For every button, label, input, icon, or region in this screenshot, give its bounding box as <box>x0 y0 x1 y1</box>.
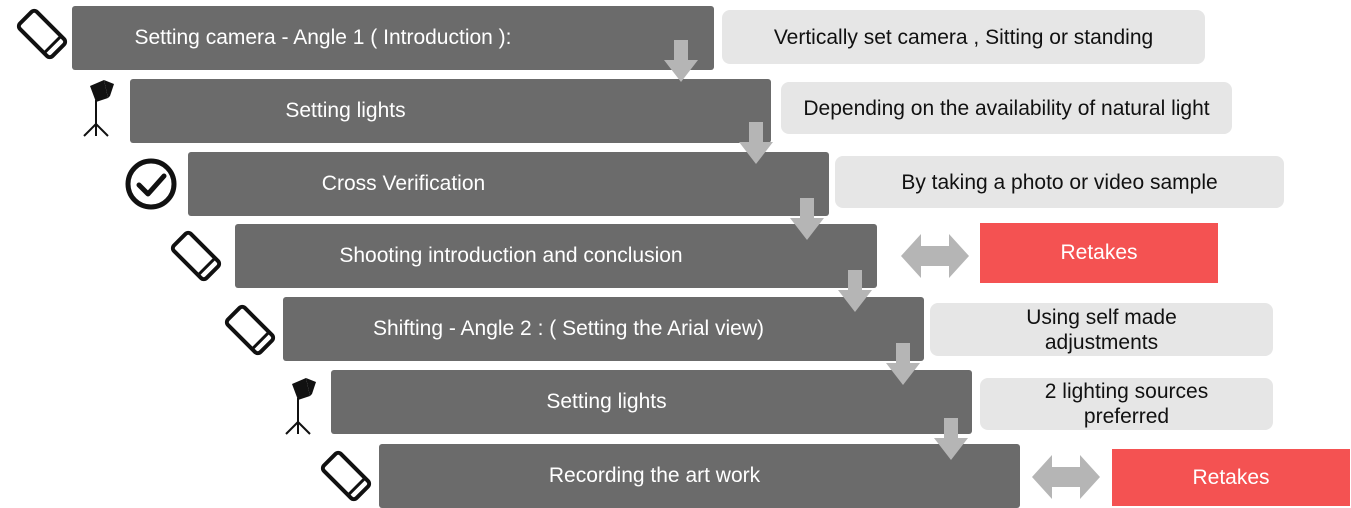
step-box: Cross Verification <box>188 152 829 216</box>
down-arrow-icon <box>838 270 872 312</box>
step-label: Recording the art work <box>548 464 761 487</box>
note-box: Using self made adjustments <box>930 303 1273 356</box>
retakes-box: Retakes <box>1112 449 1350 506</box>
retakes-label: Retakes <box>1060 241 1138 264</box>
step-box: Setting camera - Angle 1 ( Introduction … <box>72 6 714 70</box>
double-arrow-icon <box>901 234 969 278</box>
step-box: Setting lights <box>130 79 771 143</box>
step-label: Setting camera - Angle 1 ( Introduction … <box>134 26 512 49</box>
down-arrow-icon <box>934 418 968 460</box>
note-text: Depending on the availability of natural… <box>803 96 1210 120</box>
phone-icon <box>320 450 372 502</box>
step-label: Setting lights <box>285 99 406 122</box>
light-stand-icon <box>285 378 316 435</box>
phone-icon <box>224 304 276 356</box>
retakes-box: Retakes <box>980 223 1218 283</box>
note-text: By taking a photo or video sample <box>901 170 1218 194</box>
down-arrow-icon <box>739 122 773 164</box>
step-label: Shooting introduction and conclusion <box>339 244 683 267</box>
down-arrow-icon <box>790 198 824 240</box>
note-box: 2 lighting sources preferred <box>980 378 1273 430</box>
down-arrow-icon <box>664 40 698 82</box>
step-box: Recording the art work <box>379 444 1020 508</box>
note-text: Using self made adjustments <box>1026 305 1177 354</box>
note-text: Vertically set camera , Sitting or stand… <box>773 25 1154 49</box>
check-circle-icon <box>125 158 177 210</box>
step-label: Shifting - Angle 2 : ( Setting the Arial… <box>372 317 765 340</box>
step-box: Shooting introduction and conclusion <box>235 224 877 288</box>
step-box: Setting lights <box>331 370 972 434</box>
step-box: Shifting - Angle 2 : ( Setting the Arial… <box>283 297 924 361</box>
phone-icon <box>16 8 68 60</box>
step-label: Cross Verification <box>321 172 486 195</box>
phone-icon <box>170 230 222 282</box>
note-box: By taking a photo or video sample <box>835 156 1284 208</box>
retakes-label: Retakes <box>1192 465 1270 489</box>
double-arrow-icon <box>1032 455 1100 499</box>
note-text: 2 lighting sources preferred <box>1044 380 1209 428</box>
step-label: Setting lights <box>546 390 667 413</box>
note-box: Vertically set camera , Sitting or stand… <box>722 10 1205 64</box>
down-arrow-icon <box>886 343 920 385</box>
note-box: Depending on the availability of natural… <box>781 82 1232 134</box>
light-stand-icon <box>83 80 114 137</box>
